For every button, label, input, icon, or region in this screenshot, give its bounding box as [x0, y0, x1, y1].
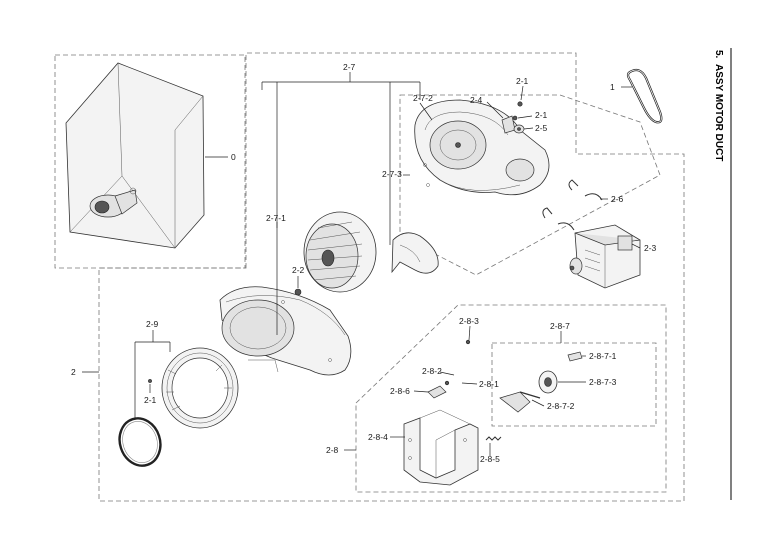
label-2-8: 2-8	[326, 445, 339, 455]
label-2-8-2: 2-8-2	[422, 366, 442, 376]
cabinet-part	[65, 62, 205, 249]
label-2-7-1: 2-7-1	[266, 213, 286, 223]
label-2-2: 2-2	[292, 265, 305, 275]
label-2: 2	[71, 367, 76, 377]
label-1: 1	[610, 82, 615, 92]
motor-cover-part	[414, 99, 550, 196]
impeller-part	[303, 211, 377, 293]
label-2-7-2: 2-7-2	[413, 93, 433, 103]
belt-part	[626, 68, 663, 124]
label-2-8-7-3: 2-8-7-3	[589, 377, 617, 387]
screw-part	[512, 101, 523, 121]
clip-part	[542, 179, 603, 231]
gasket-ring-part	[118, 417, 162, 467]
boundary-assy-2-8-7	[491, 342, 657, 427]
boundary-assy-2	[98, 52, 685, 502]
motor-part	[569, 224, 641, 289]
part-labels: 0 1 2 2-7 2-7-2 2-7-3 2-7-1 2-4 2-1 2-1 …	[71, 62, 657, 464]
label-2-6: 2-6	[611, 194, 624, 204]
idler-pulley-part	[538, 351, 583, 394]
label-2-8-4: 2-8-4	[368, 432, 388, 442]
label-2-8-7: 2-8-7	[550, 321, 570, 331]
label-2-8-6: 2-8-6	[390, 386, 410, 396]
label-2-7: 2-7	[343, 62, 356, 72]
label-2-1-right: 2-1	[535, 110, 548, 120]
bracket-part	[501, 115, 525, 134]
label-2-4: 2-4	[470, 95, 483, 105]
duct-piece-part	[391, 232, 439, 274]
label-2-8-1: 2-8-1	[479, 379, 499, 389]
section-title-text: ASSY MOTOR DUCT	[713, 64, 724, 161]
label-2-5: 2-5	[535, 123, 548, 133]
label-2-9: 2-9	[146, 319, 159, 329]
motor-bracket-part	[403, 409, 479, 486]
boundary-assy-2-8	[355, 304, 667, 493]
label-0: 0	[231, 152, 236, 162]
screw-part	[148, 379, 152, 383]
fan-housing-part	[219, 286, 352, 376]
leader-lines	[82, 72, 641, 456]
front-flange-part	[161, 347, 239, 429]
label-2-7-3: 2-7-3	[382, 169, 402, 179]
label-2-1-top: 2-1	[516, 76, 529, 86]
label-2-1-left: 2-1	[144, 395, 157, 405]
section-number: 5.	[713, 50, 724, 59]
small-bracket-part	[427, 339, 471, 399]
label-2-8-7-2: 2-8-7-2	[547, 401, 575, 411]
label-2-3: 2-3	[644, 243, 657, 253]
label-2-8-7-1: 2-8-7-1	[589, 351, 617, 361]
label-2-8-5: 2-8-5	[480, 454, 500, 464]
section-title: 5. ASSY MOTOR DUCT	[713, 50, 724, 161]
label-2-8-3: 2-8-3	[459, 316, 479, 326]
nut-part	[294, 288, 302, 296]
spring-part	[485, 436, 502, 441]
idler-arm-part	[499, 391, 541, 413]
